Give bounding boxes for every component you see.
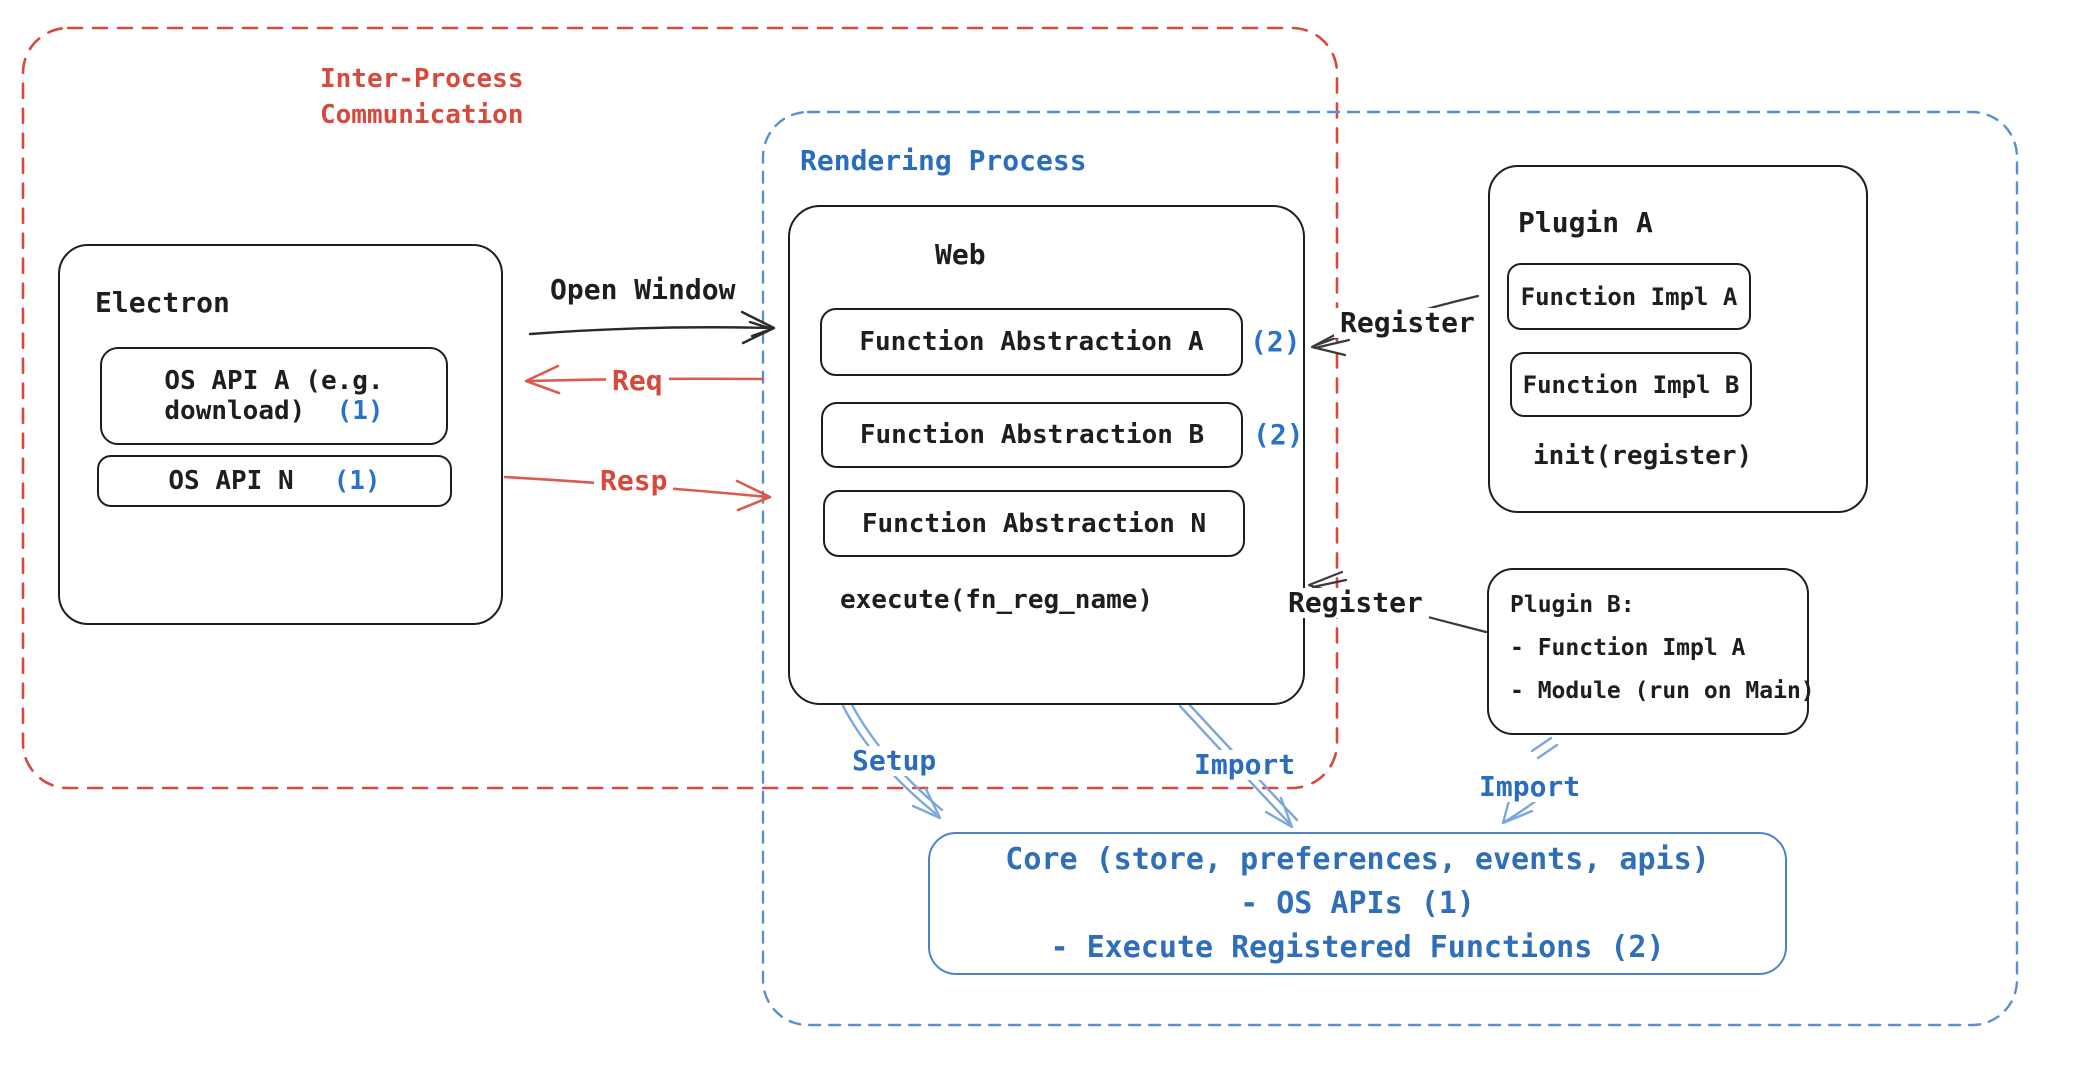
function-abstraction-b-box: Function Abstraction B [821,402,1243,468]
function-impl-b-label: Function Impl B [1522,370,1740,399]
function-impl-b-box: Function Impl B [1510,352,1752,417]
os-api-n-badge: (1) [333,466,381,496]
plugin-b-box [1487,568,1809,735]
os-api-a-line1: OS API A (e.g. [164,366,384,396]
function-abstraction-n-label: Function Abstraction N [861,508,1207,539]
core-line2: - OS APIs (1) [1240,885,1475,921]
function-impl-a-label: Function Impl A [1520,282,1738,311]
rendering-process-label: Rendering Process [800,144,1087,177]
register-b-label: Register [1282,588,1429,618]
function-impl-a-box: Function Impl A [1507,263,1751,330]
electron-title: Electron [95,286,230,319]
plugin-b-item2: - Module (run on Main) [1510,678,1815,704]
rendering-dashed-box [761,110,2019,1027]
fa-b-badge: (2) [1253,418,1304,451]
ipc-label-line2: Communication [320,100,524,130]
plugin-a-title: Plugin A [1518,206,1653,239]
ipc-label-line1: Inter-Process [320,64,524,94]
ipc-dashed-box [21,26,1339,790]
import-plugin-label: Import [1473,772,1587,802]
os-api-a-box: OS API A (e.g. download) (1) [100,347,448,445]
setup-label: Setup [846,746,943,776]
web-title: Web [935,238,986,271]
function-abstraction-n-box: Function Abstraction N [823,490,1245,557]
plugin-b-title: Plugin B: [1510,592,1635,618]
core-line1: Core (store, preferences, events, apis) [1005,841,1710,877]
core-line3: - Execute Registered Functions (2) [1050,929,1665,965]
register-a-label: Register [1334,308,1481,338]
os-api-a-badge: (1) [336,396,384,426]
plugin-b-item1: - Function Impl A [1510,635,1746,661]
open-window-label: Open Window [550,273,736,306]
function-abstraction-a-box: Function Abstraction A [820,308,1243,376]
import-web-label: Import [1188,750,1302,780]
os-api-a-line2: download) (1) [164,396,384,426]
open-window-arrow [528,310,776,345]
plugin-b-content: Plugin B: - Function Impl A - Module (ru… [1510,592,1815,704]
function-abstraction-b-label: Function Abstraction B [859,420,1205,450]
os-api-n-box: OS API N (1) [97,455,452,507]
fa-a-badge: (2) [1250,325,1301,358]
init-register-label: init(register) [1533,441,1753,471]
core-box: Core (store, preferences, events, apis) … [928,832,1787,975]
resp-label: Resp [594,466,674,496]
plugin-a-box [1488,165,1868,513]
os-api-n-label: OS API N [168,466,294,496]
req-label: Req [606,366,669,396]
execute-label: execute(fn_reg_name) [840,585,1154,615]
function-abstraction-a-label: Function Abstraction A [859,327,1204,357]
